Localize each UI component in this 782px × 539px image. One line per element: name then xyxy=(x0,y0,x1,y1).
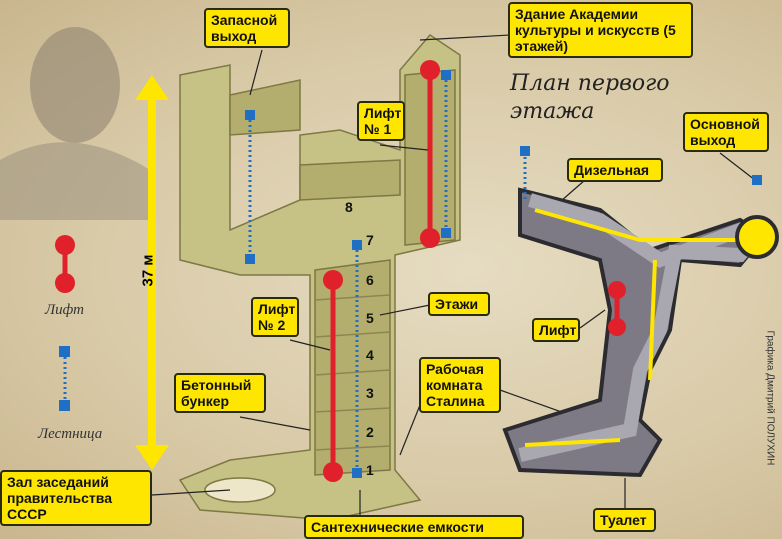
label-stalin-room: Рабочая комната Сталина xyxy=(419,357,501,413)
lift-2-shaft xyxy=(323,270,343,482)
label-hall: Зал заседаний правительства СССР xyxy=(0,470,152,526)
floor-number: 5 xyxy=(366,310,374,326)
floor-number: 4 xyxy=(366,347,374,363)
floor-number: 8 xyxy=(345,199,353,215)
plan-title: План первого этажа xyxy=(510,71,670,124)
legend-lift-icon xyxy=(55,235,75,293)
label-tanks: Сантехнические емкости xyxy=(304,515,524,539)
portrait xyxy=(0,27,150,220)
height-label: 37 м xyxy=(139,254,157,287)
legend-stairs-label: Лестница xyxy=(38,426,103,442)
lift-1-shaft xyxy=(420,60,440,248)
label-lift-2: Лифт № 2 xyxy=(251,297,299,337)
label-reserve-exit: Запасной выход xyxy=(204,8,290,48)
stairs-lines xyxy=(245,70,451,478)
label-diesel: Дизельная xyxy=(567,158,663,182)
label-academy: Здание Академии культуры и искусств (5 э… xyxy=(508,2,693,58)
floor-number: 1 xyxy=(366,462,374,478)
floor-number: 3 xyxy=(366,385,374,401)
label-floors: Этажи xyxy=(428,292,490,316)
bunker-building xyxy=(178,34,461,521)
floor-number: 2 xyxy=(366,424,374,440)
legend-stairs-icon xyxy=(59,346,70,411)
credit: Графика Дмитрий ПОЛУХИН xyxy=(764,330,776,466)
label-main-exit: Основной выход xyxy=(683,112,769,152)
label-lift-1: Лифт № 1 xyxy=(357,101,405,141)
label-lift-plan: Лифт xyxy=(532,318,580,342)
label-toilet: Туалет xyxy=(593,508,656,532)
floor-number: 6 xyxy=(366,272,374,288)
label-bunker: Бетонный бункер xyxy=(174,373,266,413)
floor-plan xyxy=(502,146,779,478)
height-arrow xyxy=(135,75,169,470)
floor-number: 7 xyxy=(366,232,374,248)
legend-lift-label: Лифт xyxy=(45,302,84,318)
